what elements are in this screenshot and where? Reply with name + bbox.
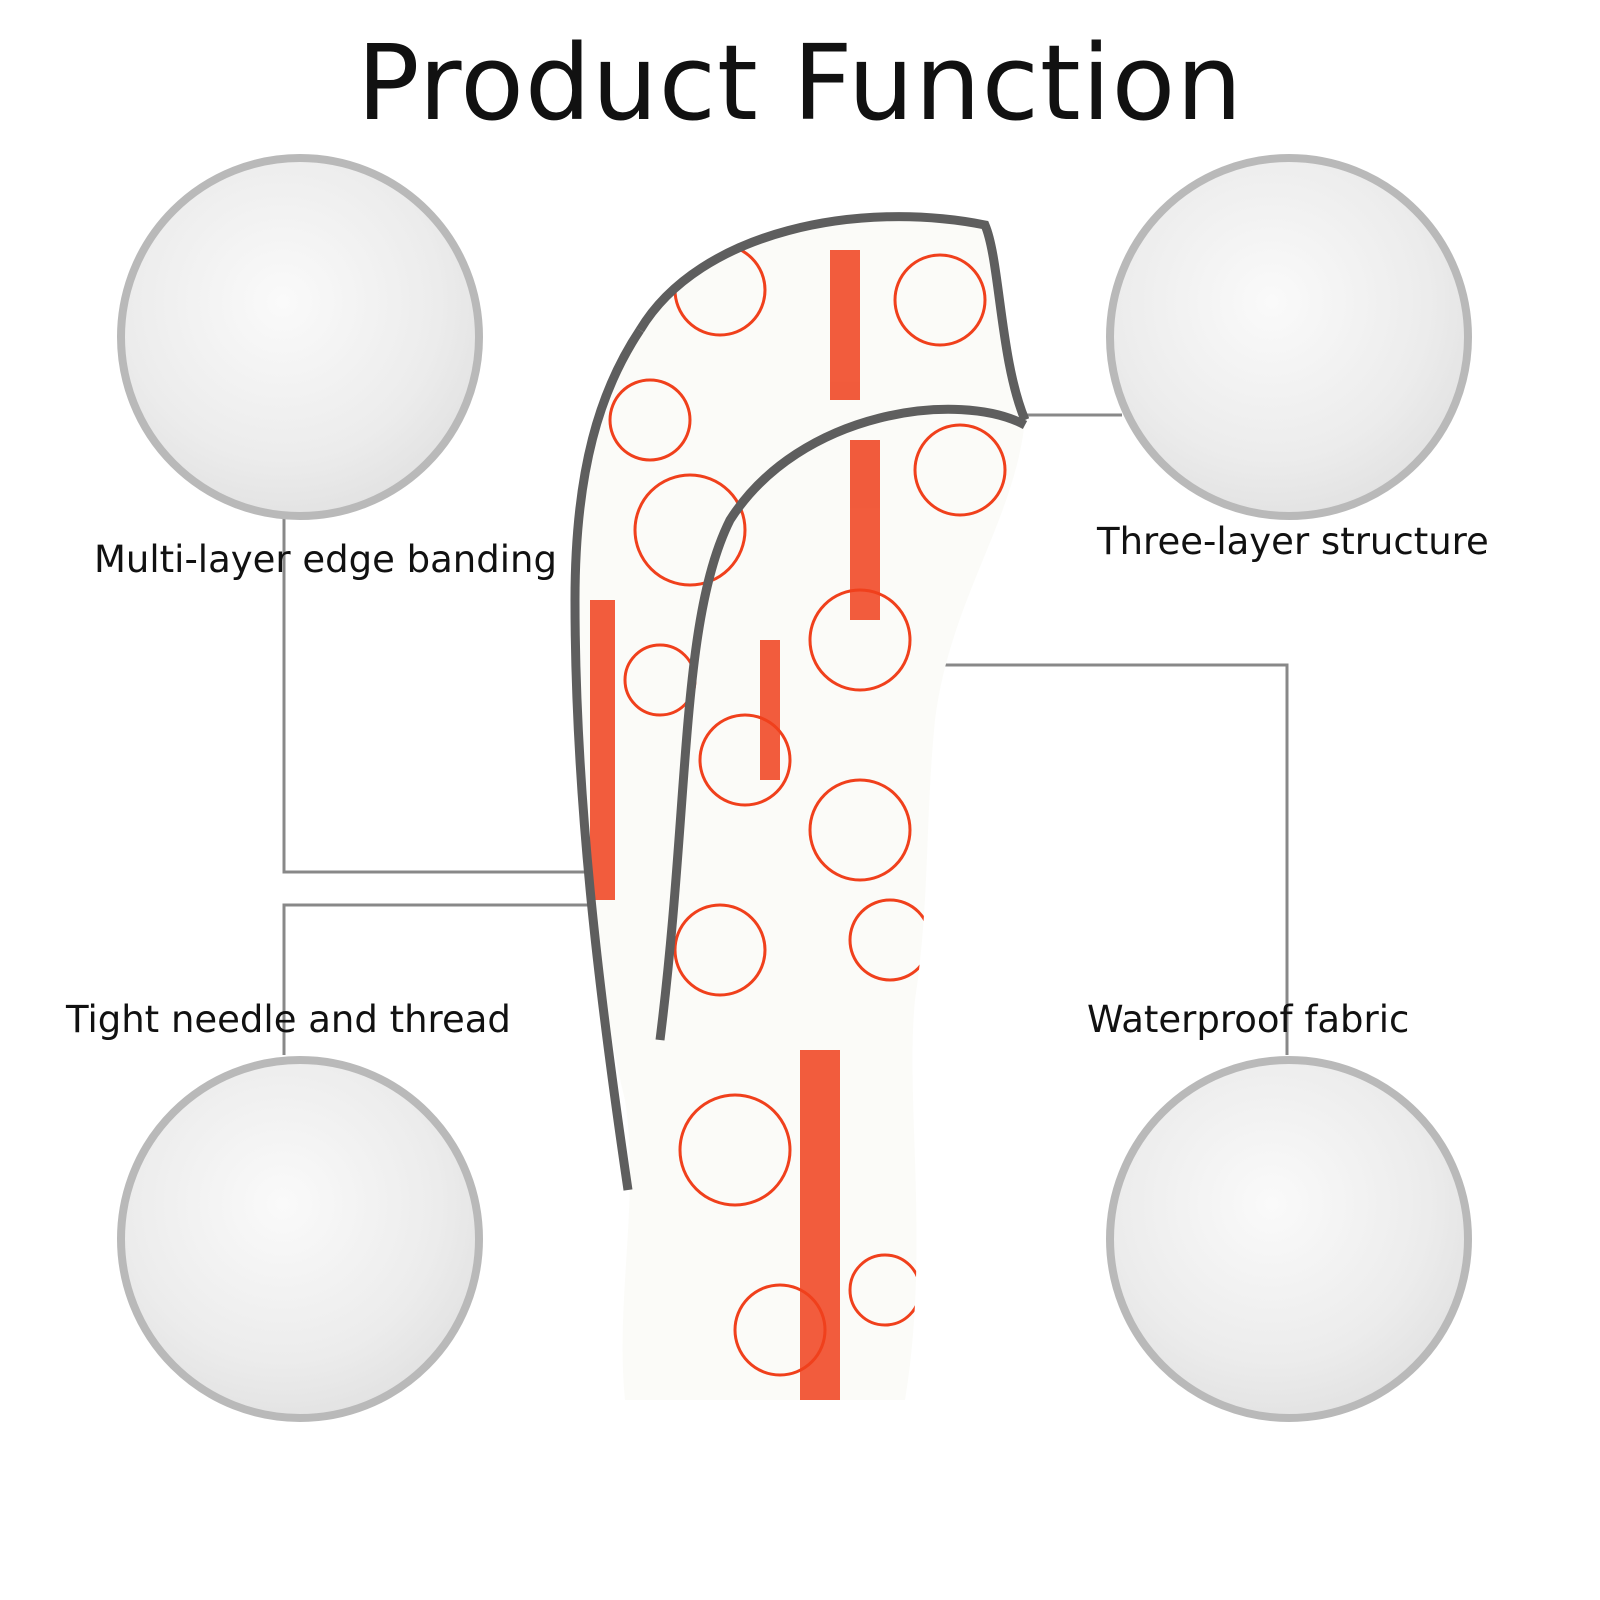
feature-label-waterproof: Waterproof fabric	[1087, 998, 1410, 1041]
detail-circle-waterproof	[1106, 1056, 1472, 1422]
feature-label-three-layer: Three-layer structure	[1097, 520, 1489, 563]
page-title: Product Function	[356, 22, 1244, 144]
detail-circle-needle-thread	[117, 1056, 483, 1422]
feature-label-needle-thread: Tight needle and thread	[66, 998, 511, 1041]
detail-circle-edge-banding	[117, 154, 483, 520]
feature-label-edge-banding: Multi-layer edge banding	[94, 538, 557, 581]
detail-circle-three-layer	[1106, 154, 1472, 520]
